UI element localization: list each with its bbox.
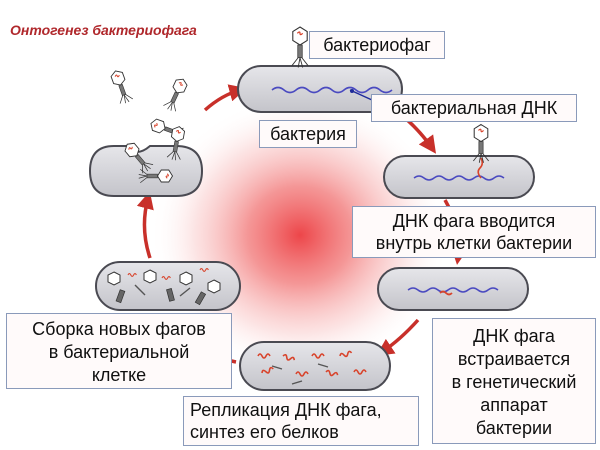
label-assembly-line: Сборка новых фагов (32, 319, 206, 339)
label-dna-injection-line: ДНК фага вводится (392, 211, 556, 231)
label-bacterial-dna: бактериальная ДНК (371, 94, 577, 122)
label-replication: Репликация ДНК фага, синтез его белков (183, 396, 419, 446)
bacterium-cell-icon (88, 145, 204, 197)
label-dna-integration-line: аппарат (480, 395, 548, 415)
cycle-arrow-icon (136, 191, 154, 259)
label-dna-integration: ДНК фага встраивается в генетический апп… (432, 318, 596, 444)
label-bacterium: бактерия (259, 120, 357, 148)
label-bacterial-dna-text: бактериальная ДНК (390, 98, 558, 118)
bacterium-cell-icon (237, 65, 403, 113)
diagram-title: Онтогенез бактериофага (10, 22, 197, 38)
label-replication-line: синтез его белков (190, 422, 339, 442)
label-bacterium-text: бактерия (270, 124, 346, 144)
label-dna-injection-line: внутрь клетки бактерии (375, 233, 573, 253)
bacterium-cell-icon (383, 155, 535, 199)
cycle-arrow-icon (203, 84, 247, 112)
bacterium-cell-icon (377, 267, 529, 311)
label-assembly: Сборка новых фагов в бактериальной клетк… (6, 313, 232, 389)
phage-icon (108, 68, 134, 106)
label-dna-integration-line: ДНК фага (473, 326, 555, 346)
label-phage: бактериофаг (309, 31, 445, 59)
label-replication-line: Репликация ДНК фага, (190, 400, 382, 420)
bacterium-cell-icon (239, 341, 391, 391)
label-assembly-line: клетке (91, 365, 147, 385)
bacterium-cell-icon (95, 261, 241, 311)
label-assembly-line: в бактериальной (48, 342, 190, 362)
phage-icon (291, 26, 309, 69)
label-dna-injection: ДНК фага вводится внутрь клетки бактерии (352, 206, 596, 258)
phage-icon (162, 75, 190, 114)
label-dna-integration-line: в генетический (451, 372, 577, 392)
label-dna-integration-line: встраивается (457, 349, 571, 369)
label-dna-integration-line: бактерии (475, 418, 553, 438)
label-phage-text: бактериофаг (323, 35, 431, 55)
